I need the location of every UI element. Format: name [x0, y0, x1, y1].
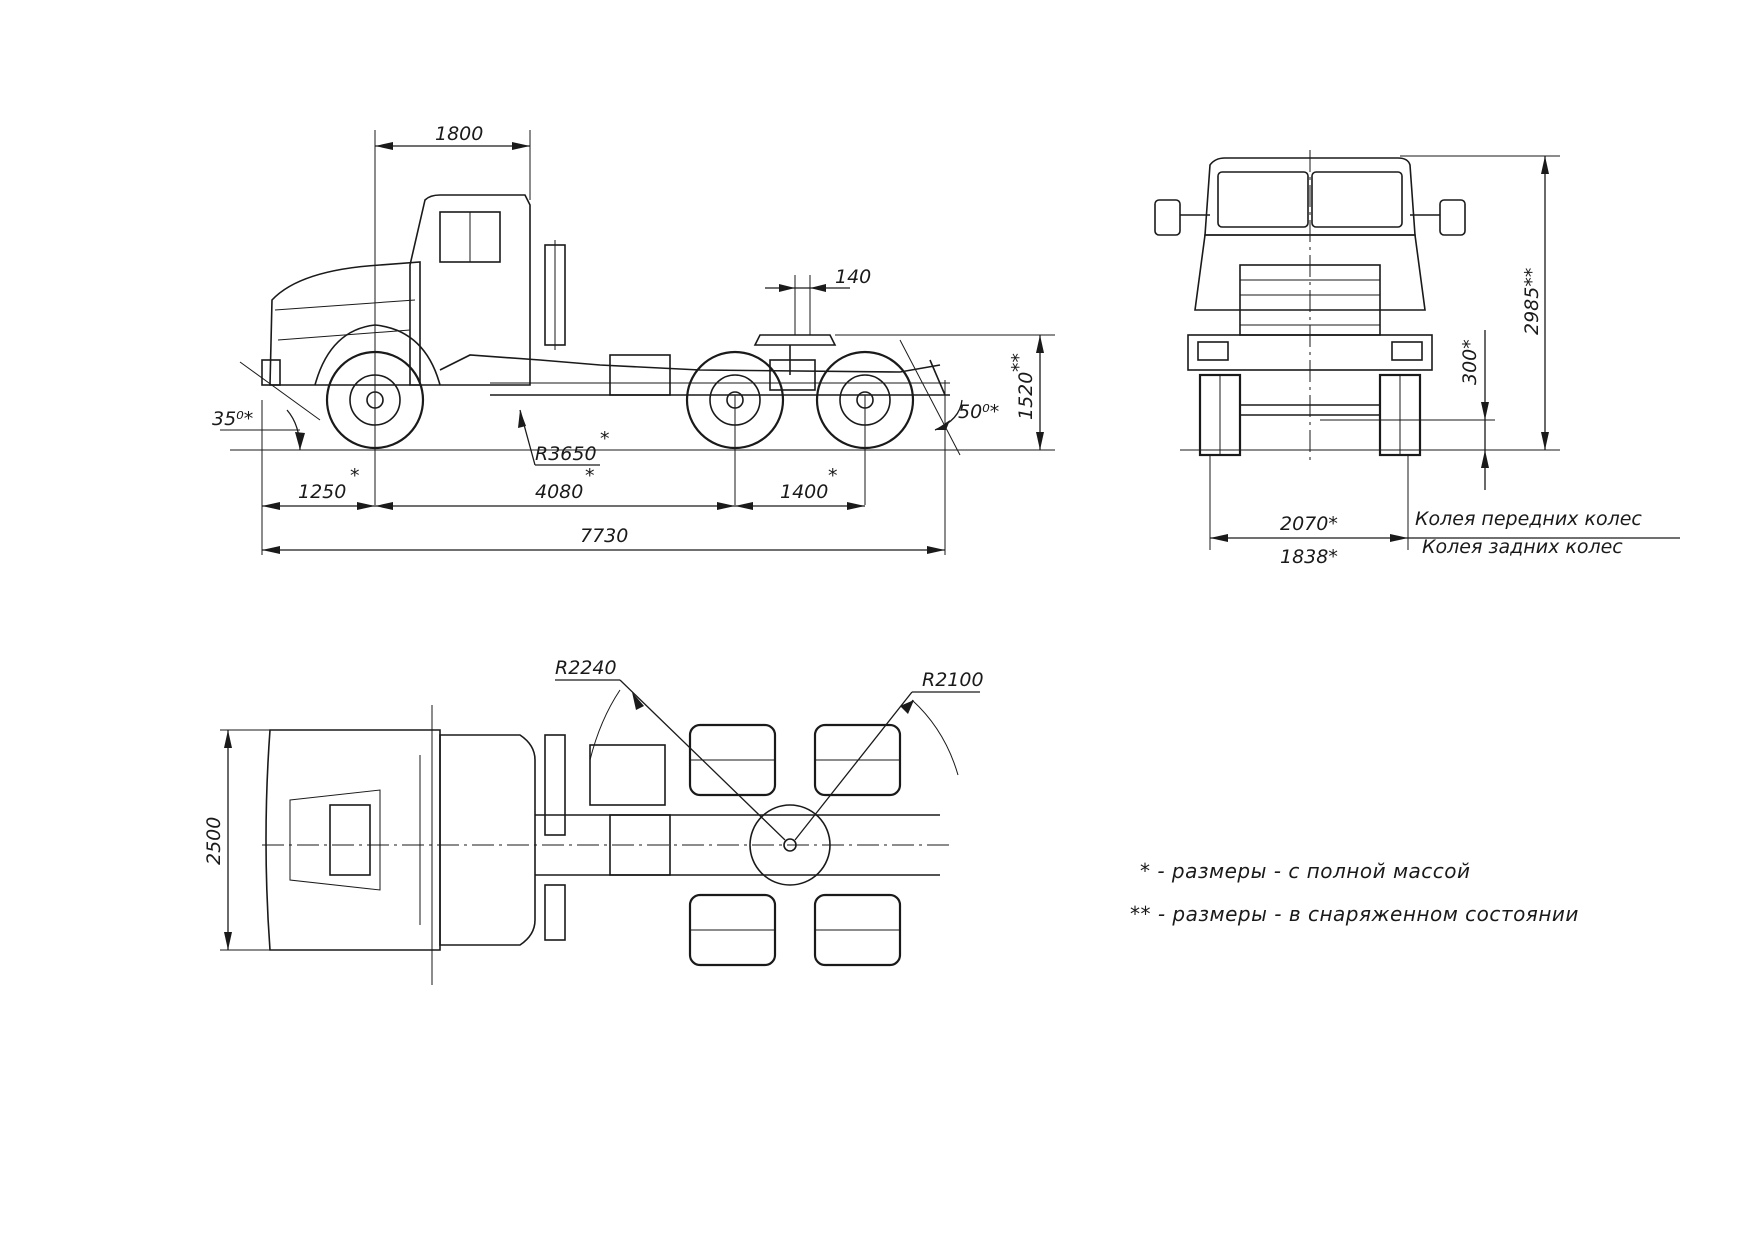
dim-ground-clearance-label: 300* [1459, 339, 1481, 385]
dim-overall-width: 2500 [203, 729, 270, 951]
side-view: 1800 140 1520 ** 35⁰* [212, 123, 1055, 555]
radius-turn-label: R3650 [535, 443, 597, 465]
dim-row-axles: 1250 * 4080 * 1400 * [262, 465, 865, 510]
dim-ground-clearance: 300* [1320, 330, 1495, 490]
dim-overall-width-label: 2500 [203, 817, 225, 865]
radius-front-label: R2240 [555, 657, 617, 679]
notes: * - размеры - с полной массой ** - разме… [1130, 859, 1579, 926]
note-full-mass: * - размеры - с полной массой [1140, 859, 1471, 883]
front-track-caption: Колея передних колес [1415, 508, 1642, 530]
radius-rear-swing: R2100 [794, 669, 984, 841]
dim-fifth-wheel-height-mark: ** [1008, 353, 1030, 372]
dim-fifth-wheel-height: 1520 ** [835, 334, 1055, 451]
dim-front-overhang-label: 1250 [298, 481, 346, 503]
dim-overall-height: 2985** [1400, 155, 1560, 451]
top-view: 2500 R2240 R2100 [203, 657, 984, 985]
dim-overall-length: 7730 [262, 525, 945, 554]
dim-overall-length-label: 7730 [580, 525, 628, 547]
radius-turn: R3650 * [518, 409, 610, 466]
rear-track-caption: Колея задних колес [1422, 536, 1623, 558]
dim-bogie-base-label: 1400 [780, 481, 828, 503]
dim-fifth-wheel-offset-label: 140 [835, 266, 871, 288]
angle-approach: 35⁰* [212, 361, 321, 451]
dim-rear-track-label: 1838* [1280, 546, 1338, 568]
dim-overall-height-label: 2985** [1521, 268, 1543, 335]
radius-front-swing: R2240 [555, 657, 786, 841]
dim-front-overhang-mark: * [350, 465, 360, 487]
radius-turn-mark: * [600, 428, 610, 450]
angle-departure: 50⁰* [899, 339, 999, 456]
dim-fifth-wheel-offset: 140 [765, 266, 871, 292]
dim-front-track-label: 2070* [1280, 513, 1338, 535]
front-view: 2985** 300* 2070* 1838* Колея передних к… [1154, 150, 1680, 568]
dim-wheelbase-mark: * [585, 465, 595, 487]
dim-cab-length: 1800 [375, 123, 530, 150]
radius-rear-label: R2100 [922, 669, 984, 691]
dim-bogie-base-mark: * [828, 465, 838, 487]
dim-wheelbase-label: 4080 [535, 481, 583, 503]
note-curb-weight: ** - размеры - в снаряженном состоянии [1130, 902, 1579, 926]
dim-tracks: 2070* 1838* Колея передних колес Колея з… [1209, 455, 1680, 568]
dim-cab-length-label: 1800 [435, 123, 483, 145]
angle-approach-label: 35⁰* [212, 408, 253, 430]
dim-fifth-wheel-height-label: 1520 [1015, 372, 1037, 420]
angle-departure-label: 50⁰* [958, 401, 999, 423]
